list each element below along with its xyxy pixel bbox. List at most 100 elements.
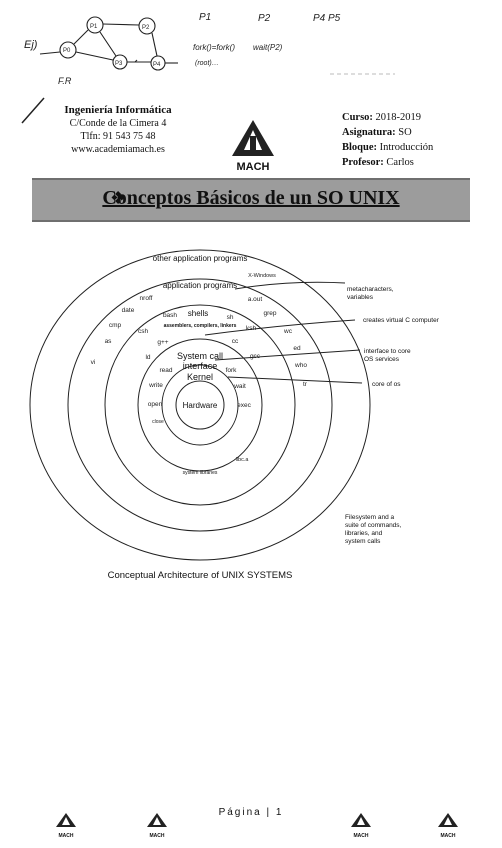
prog-ld: ld [145,354,150,361]
school-name: Ingeniería Informática [64,104,172,116]
prog-close: close [152,419,164,425]
prog-exec: exec [237,402,251,409]
prog-fork: fork [226,367,238,374]
note-ej-label: Ej) [24,39,38,51]
label-shells: shells [188,309,208,318]
footer-logo-text: MACH [440,833,456,839]
mach-logo: MACH [228,118,278,173]
prog-ksh: ksh [246,325,257,332]
note-p4-p5: P4 P5 [313,13,341,24]
teacher-label: Profesor: [342,157,384,168]
course-value: 2018-2019 [375,112,422,123]
prog-read: read [159,367,172,374]
teacher-value: Carlos [386,157,414,168]
subject-label: Asignatura: [342,127,396,138]
prog-gxx: g++ [157,339,168,346]
svg-text:P2: P2 [142,25,150,31]
note-node-p1 [86,16,104,34]
label-app-programs: application programs [163,281,237,290]
note-p1: P1 [199,12,211,23]
footer-logo-4: MACH [437,812,459,839]
annotation-interface: interface to core OS services [364,348,412,363]
annotation-virtual: creates virtual C computer [363,317,440,324]
prog-wc: wc [283,328,293,335]
ring-syscall [137,338,263,472]
annotation-filesystem: Filesystem and a suite of commands, libr… [345,514,403,545]
ring-hardware [175,380,225,430]
svg-text:P0: P0 [63,48,71,54]
prog-libc: libc.a [236,457,250,463]
block-value: Introducción [379,142,434,153]
prog-who: who [294,362,307,369]
note-p2-formula: wait(P2) [253,43,283,52]
header-slash-decoration [21,97,45,124]
label-kernel: Kernel [187,372,213,382]
mach-logo-icon [232,120,274,156]
course-label: Curso: [342,112,373,123]
footer-logo-2: MACH [146,812,168,839]
diamond-bullet-icon: ❖ [110,188,127,208]
prog-csh: csh [138,328,149,335]
prog-date: date [122,307,135,314]
note-node-p2 [138,17,156,35]
mach-logo-icon [438,813,458,827]
prog-bash: bash [163,312,177,319]
page-number: Página | 1 [218,807,284,818]
prog-tr: tr [303,381,308,388]
course-info: Curso: 2018-2019 Asignatura: SO Bloque: … [342,110,433,170]
prog-aout: a.out [248,296,263,303]
label-assemblers: assemblers, compilers, linkers [164,323,237,329]
school-phone: Tlfn: 91 543 75 48 [80,131,156,142]
diagram-caption: Conceptual Architecture of UNIX SYSTEMS [108,570,293,581]
unix-architecture-diagram: other application programs application p… [29,249,440,581]
section-banner: ❖ Conceptos Básicos de un SO UNIX [32,178,470,222]
prog-grep: grep [263,310,276,317]
prog-as: as [105,338,113,345]
annotation-meta: metacharacters, variables [347,286,395,301]
prog-cmp: cmp [109,322,122,329]
note-p1-formula-b: (root)… [195,60,219,67]
prog-gcc: gcc [250,353,261,360]
prog-ed: ed [293,345,301,352]
note-node-p0 [59,41,77,59]
section-title: Conceptos Básicos de un SO UNIX [102,187,400,209]
prog-cc: cc [232,338,239,345]
footer-logo-text: MACH [353,833,369,839]
note-p1-formula-a: fork()=fork() [193,43,235,52]
prog-xwindows: X-Windows [248,273,276,279]
note-p2: P2 [258,13,271,24]
label-system-libraries: system libraries [183,470,218,476]
ring-shells [104,304,296,506]
annotation-core: core of os [372,381,401,388]
prog-wait: wait [233,383,246,390]
svg-text:P4: P4 [153,62,161,68]
svg-text:P1: P1 [90,24,98,30]
footer-logo-text: MACH [58,833,74,839]
prog-write: write [148,382,163,389]
prog-vi: vi [91,359,96,366]
footer-logo-3: MACH [350,812,372,839]
prog-open: open [148,401,163,408]
school-website: www.academiamach.es [71,144,165,155]
prog-nroff: nroff [140,295,153,302]
mach-logo-icon [56,813,76,827]
subject-value: SO [398,127,412,138]
ring-kernel [161,364,239,446]
label-syscall-2: interface [183,361,218,371]
footer-logo-1: MACH [55,812,77,839]
note-scribble: F.R [58,76,72,86]
svg-text:P3: P3 [115,61,123,67]
mach-logo-icon [351,813,371,827]
school-info: Ingeniería Informática C/Conde de la Cim… [58,104,178,156]
mach-logo-icon [147,813,167,827]
handwritten-notes: Ej) F.R P1 fork()=fork() (root)… P2 wait… [24,12,395,86]
school-address: C/Conde de la Cimera 4 [69,118,167,129]
block-label: Bloque: [342,142,378,153]
label-syscall-1: System call [177,351,223,361]
label-other-programs: other application programs [153,254,248,263]
ring-app-programs [67,278,333,532]
label-hardware: Hardware [183,401,218,410]
ring-other-programs [29,249,371,561]
footer-logo-text: MACH [149,833,165,839]
prog-sh: sh [227,314,234,321]
